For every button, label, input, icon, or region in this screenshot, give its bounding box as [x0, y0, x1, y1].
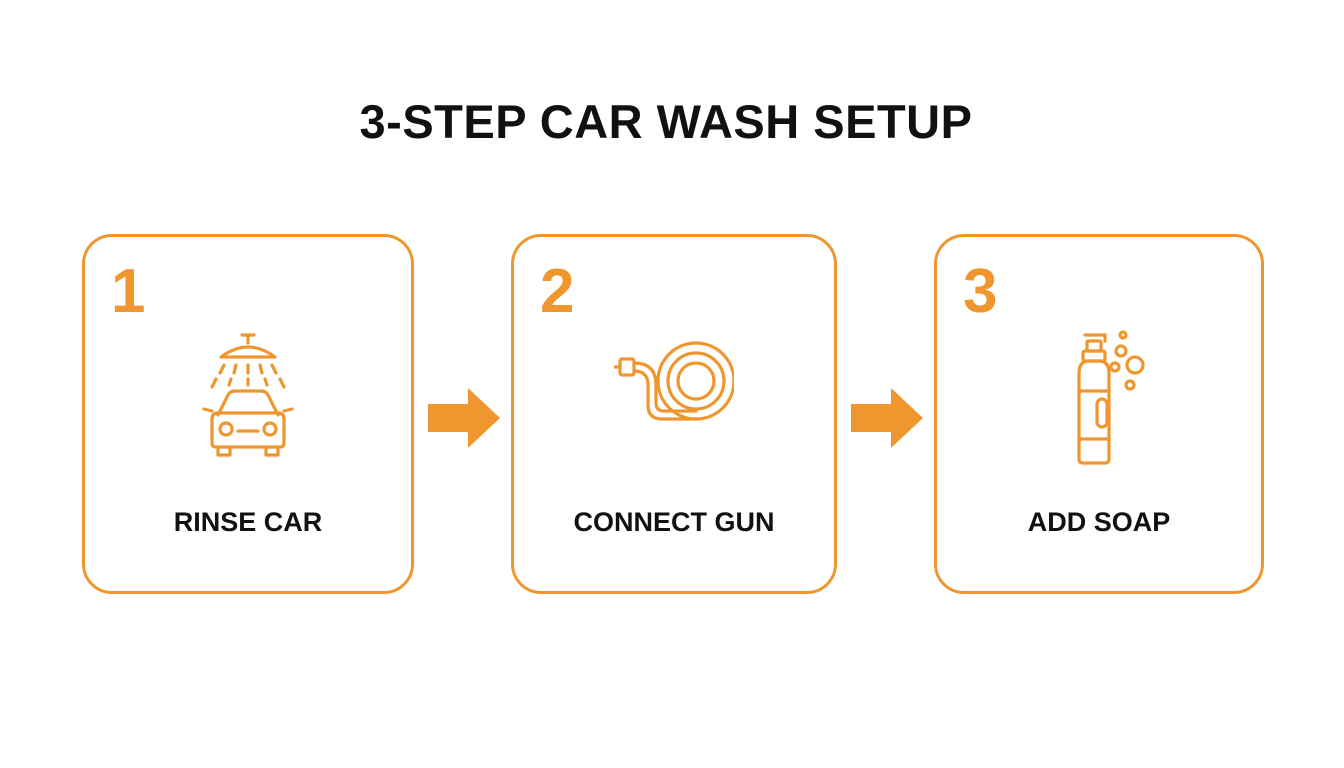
step-card-2: 2 CONNECT GUN	[511, 234, 837, 594]
step-card-1: 1 RINSE CAR	[82, 234, 414, 594]
step-number-3: 3	[963, 257, 998, 326]
arrow-right-icon	[428, 388, 500, 448]
car-shower-icon	[202, 333, 294, 457]
step-label-3: ADD SOAP	[1027, 507, 1171, 537]
step-label-2: CONNECT GUN	[573, 507, 775, 537]
arrow-right-icon	[851, 388, 923, 448]
step-card-3: 3 ADD SOAP	[934, 234, 1264, 594]
soap-bottle-icon	[1077, 330, 1145, 465]
hose-reel-icon	[614, 341, 734, 421]
step-number-1: 1	[111, 257, 146, 326]
step-label-1: RINSE CAR	[173, 507, 323, 537]
page-title: 3-STEP CAR WASH SETUP	[359, 95, 973, 148]
step-number-2: 2	[540, 257, 575, 326]
